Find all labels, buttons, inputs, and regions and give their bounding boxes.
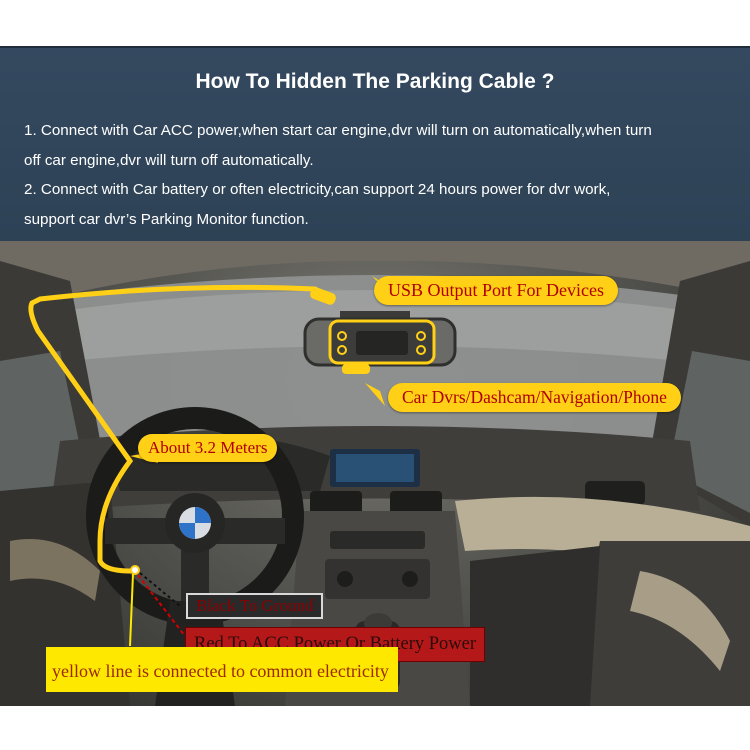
dashcam-button-icon [416,331,426,341]
car-logo-quadrant-1 [195,507,211,523]
black-ground-wire [139,572,181,607]
black-to-ground-label: Black To Ground [186,593,324,619]
usb-output-callout: USB Output Port For Devices [374,276,618,305]
page-title: How To Hidden The Parking Cable ? [195,70,555,93]
instructions: 1. Connect with Car ACC power,when start… [24,116,736,234]
climate-knob-left [337,571,353,587]
devices-bubble-tail [365,383,385,406]
instruction-line-1a: 1. Connect with Car ACC power,when start… [24,122,652,139]
power-cable-route [28,284,333,574]
passenger-footwell [470,546,600,706]
nav-screen-display [336,454,414,482]
roof-liner [0,241,750,311]
car-logo-quadrant-2 [179,523,195,539]
red-acc-wire [137,574,186,637]
right-vent [390,491,442,515]
door-panel-trim [630,571,730,671]
info-banner: How To Hidden The Parking Cable ? 1. Con… [0,46,750,243]
instruction-line-2b: support car dvr’s Parking Monitor functi… [24,210,309,228]
passenger-vent [585,481,645,505]
dashcam-button-icon [416,345,426,355]
car-interior-photo: USB Output Port For Devices Car Dvrs/Das… [0,241,750,706]
left-vent [310,491,362,515]
yellow-line-label: yellow line is connected to common elect… [46,647,398,692]
cable-connector [310,287,336,305]
passenger-door [570,541,750,706]
dashcam-button-icon [337,345,347,355]
driver-door-trim [10,539,100,601]
cable-junction [130,565,140,575]
climate-knob-right [402,571,418,587]
radio-panel [330,531,425,549]
devices-callout: Car Dvrs/Dashcam/Navigation/Phone [388,383,681,412]
dashcam-button-icon [337,331,347,341]
climate-panel [325,559,430,599]
dashcam-screen [356,331,408,355]
cable-length-callout: About 3.2 Meters [138,434,278,462]
instruction-line-2a: 2. Connect with Car battery or often ele… [24,181,611,198]
usb-port-plug [342,364,370,374]
instruction-line-1b: off car engine,dvr will turn off automat… [24,151,314,169]
yellow-constant-wire [129,573,134,647]
